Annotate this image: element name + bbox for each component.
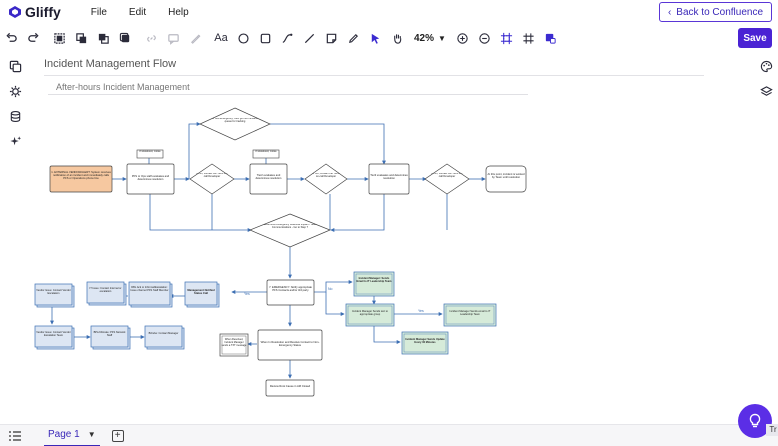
edge-label-no: No xyxy=(328,287,333,291)
undo-icon[interactable] xyxy=(0,27,22,49)
sticky-note-icon[interactable] xyxy=(320,27,342,49)
ellipse-icon[interactable] xyxy=(232,27,254,49)
diagram-title[interactable]: After-hours Incident Management xyxy=(56,82,190,92)
link-icon[interactable] xyxy=(140,27,162,49)
incident-manager-email-node[interactable]: Incident Manager: Sends Email to IT Lead… xyxy=(353,271,395,297)
gliffy-logo-icon xyxy=(9,6,21,18)
theme-icon[interactable] xyxy=(540,27,562,49)
it-issue-node[interactable]: IT Issue: Contact Internal or escalation xyxy=(86,281,127,306)
resolution-node[interactable]: When In Resolution and Resolve Contact t… xyxy=(257,329,323,361)
menu-edit[interactable]: Edit xyxy=(128,6,147,18)
txt-message-node[interactable]: When Resolved, Incident Manager sends a … xyxy=(219,333,249,357)
bicube-node[interactable]: BiCube: Contact Manager xyxy=(144,325,185,350)
save-button[interactable]: Save xyxy=(738,28,772,48)
connector[interactable] xyxy=(270,123,386,165)
connector-icon[interactable] xyxy=(276,27,298,49)
group-icon[interactable] xyxy=(48,27,70,49)
incident-manager-group-node[interactable]: Incident Manager Sends text to appropria… xyxy=(345,303,395,327)
incident-manager-it-node[interactable]: Incident Manager Sends email to IT Leade… xyxy=(443,303,497,327)
connector[interactable] xyxy=(314,280,353,293)
menu-help[interactable]: Help xyxy=(168,6,189,18)
vendor-escalation-team-node[interactable]: Vendor Issue: Contact Vendor Escalation … xyxy=(34,325,75,350)
snap-grid-icon[interactable] xyxy=(496,27,518,49)
pfs-evaluate-node[interactable]: PFS or Ops staff evaluates and determine… xyxy=(126,163,175,195)
title-divider xyxy=(44,75,704,76)
arrange-icon[interactable] xyxy=(114,27,136,49)
decision-non-emergency[interactable]: If non-emergency, then go into incident … xyxy=(199,107,271,141)
connector[interactable] xyxy=(188,122,201,179)
decision-tier3[interactable]: If NO, contact the Tier3 on-call Develop… xyxy=(304,163,348,195)
flowchart: Yes No Yes If Resolved, Close If Resolve… xyxy=(34,107,527,397)
fab-label: Tr xyxy=(766,424,778,436)
edge-label-yes: Yes xyxy=(244,292,250,296)
ai-icon[interactable] xyxy=(0,129,30,154)
page-tab-label: Page 1 xyxy=(48,429,80,440)
zoom-select[interactable]: 42% ▼ xyxy=(408,33,452,44)
resolved-tag-tier2[interactable]: If Resolved, Close xyxy=(252,149,280,159)
right-rail xyxy=(754,54,778,104)
tier2-evaluate-node[interactable]: Tier2 evaluates and determines resolutio… xyxy=(249,163,288,195)
start-node[interactable]: 1. EXTERNAL VENDOR/ALERT: System receive… xyxy=(49,165,113,193)
management-notified-node[interactable]: Management Notified Status Call xyxy=(184,281,220,308)
chevron-down-icon: ▼ xyxy=(438,33,446,43)
zoom-value: 42% xyxy=(414,32,435,44)
pen-icon[interactable] xyxy=(342,27,364,49)
menu-file[interactable]: File xyxy=(90,6,107,18)
decision-tier4[interactable]: If NO, contact the Tier4 on-call Develop… xyxy=(424,163,470,195)
tier3-evaluate-node[interactable]: Tier3 evaluates and determines resolutio… xyxy=(368,163,410,195)
left-rail xyxy=(0,54,30,154)
connector[interactable] xyxy=(149,194,252,232)
text-icon[interactable]: Aa xyxy=(214,32,228,44)
document-title[interactable]: Incident Management Flow xyxy=(44,58,177,70)
diagram-canvas[interactable]: Incident Management Flow After-hours Inc… xyxy=(34,52,750,420)
data-icon[interactable] xyxy=(0,104,30,129)
dbl-escalation-node[interactable]: DBL Ack or Informal/Escalation: Issue ch… xyxy=(128,281,173,308)
lightbulb-icon xyxy=(749,413,761,428)
shapes-icon[interactable] xyxy=(0,79,30,104)
page-bar: Page 1 ▼ + xyxy=(0,424,778,446)
color-picker-icon[interactable] xyxy=(184,27,206,49)
menu-bar: Gliffy File Edit Help ‹ Back to Confluen… xyxy=(0,0,778,24)
tab-page-1[interactable]: Page 1 ▼ xyxy=(44,425,100,446)
add-page-button[interactable]: + xyxy=(111,429,124,442)
zoom-in-icon[interactable] xyxy=(452,27,474,49)
comment-icon[interactable] xyxy=(162,27,184,49)
decision-tier2[interactable]: If NO, contact the Tier2 on-call Develop… xyxy=(189,163,235,195)
incident-manager-update-node[interactable]: Incident Manager Sends Update Every 30 M… xyxy=(401,331,449,355)
line-icon[interactable] xyxy=(298,27,320,49)
resolved-tag-pfs[interactable]: If Resolved, Close xyxy=(136,149,164,159)
zoom-out-icon[interactable] xyxy=(474,27,496,49)
connector[interactable] xyxy=(330,194,385,232)
diagram-title-divider xyxy=(48,94,528,95)
logo-text: Gliffy xyxy=(25,4,61,20)
review-root-cause-node[interactable]: Review Root Cause in AM Closed xyxy=(265,379,315,397)
decision-emergency-impact[interactable]: Determine emergency business impact - St… xyxy=(249,213,331,248)
edge-label-yes: Yes xyxy=(418,309,424,313)
palette-icon[interactable] xyxy=(754,54,778,79)
chevron-left-icon: ‹ xyxy=(667,6,672,18)
vendor-issue-node[interactable]: Vendor Issue: Contact Vendor Escalation xyxy=(34,283,75,308)
team-resolution-node[interactable]: At this point, incident is worked by Tea… xyxy=(485,165,527,193)
bring-forward-icon[interactable] xyxy=(70,27,92,49)
toolbar: Aa 42% ▼ Save xyxy=(0,26,778,50)
page-list-icon[interactable] xyxy=(0,430,30,441)
hand-icon[interactable] xyxy=(386,27,408,49)
pages-icon[interactable] xyxy=(0,54,30,79)
chevron-down-icon[interactable]: ▼ xyxy=(87,430,96,439)
rectangle-icon[interactable] xyxy=(254,27,276,49)
send-backward-icon[interactable] xyxy=(92,27,114,49)
connector[interactable] xyxy=(373,324,401,344)
emergency-node[interactable]: 7. EMERGENCY: Notify appropriate PFS Con… xyxy=(266,279,315,306)
layers-icon[interactable] xyxy=(754,79,778,104)
connector[interactable] xyxy=(325,292,345,316)
pointer-icon[interactable] xyxy=(364,27,386,49)
gliffy-logo[interactable]: Gliffy xyxy=(8,4,61,20)
back-to-confluence-button[interactable]: ‹ Back to Confluence xyxy=(658,2,772,22)
redo-icon[interactable] xyxy=(22,27,44,49)
grid-icon[interactable] xyxy=(518,27,540,49)
back-label: Back to Confluence xyxy=(676,6,763,18)
pfs-network-node[interactable]: BPL/Ultimate: PFS Network Staff xyxy=(90,325,131,350)
